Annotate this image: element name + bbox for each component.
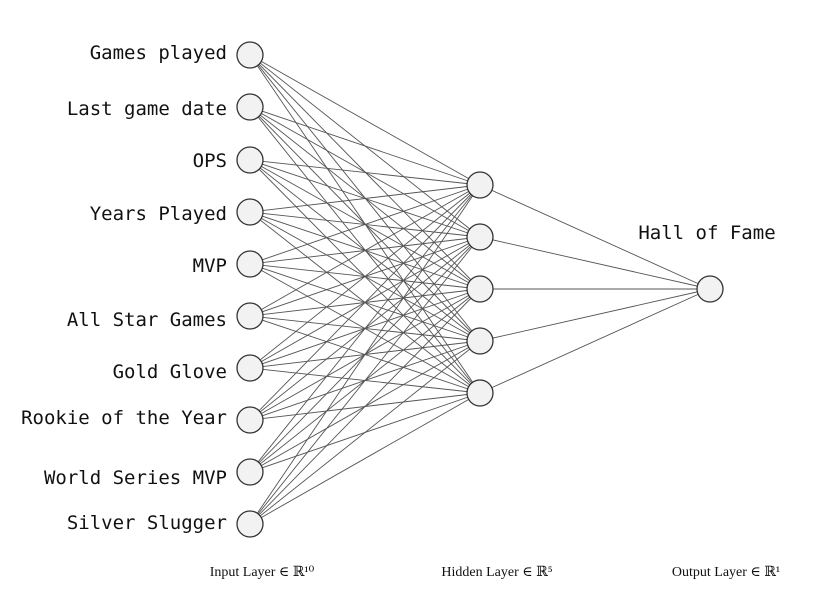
edge-input-9-hidden-0 — [249, 184, 481, 525]
edges-group — [249, 54, 711, 525]
hidden-layer-caption: Hidden Layer ∈ ℝ⁵ — [441, 565, 552, 580]
edge-input-8-hidden-0 — [249, 184, 481, 473]
input-feature-label: Rookie of the Year — [21, 407, 227, 429]
input-feature-label: Silver Slugger — [67, 512, 227, 534]
input-feature-label: Last game date — [67, 98, 227, 120]
labels-group: Hall of Fame Input Layer ∈ ℝ¹⁰ Hidden La… — [21, 42, 780, 580]
edge-hidden-4-output-0 — [479, 288, 711, 394]
input-node-5 — [236, 302, 264, 330]
input-node-0 — [236, 41, 264, 69]
hidden-node-2 — [466, 275, 494, 303]
edge-hidden-1-output-0 — [479, 236, 711, 290]
nodes-group — [236, 41, 724, 538]
edge-hidden-0-output-0 — [479, 184, 711, 290]
edge-input-4-hidden-0 — [249, 184, 481, 265]
input-node-8 — [236, 458, 264, 486]
edge-input-9-hidden-2 — [249, 288, 481, 525]
input-node-6 — [236, 354, 264, 382]
input-feature-label: Games played — [90, 42, 227, 64]
edge-input-0-hidden-0 — [249, 54, 481, 186]
edge-hidden-3-output-0 — [479, 288, 711, 342]
input-feature-label: Years Played — [90, 203, 227, 225]
edge-input-6-hidden-0 — [249, 184, 481, 369]
edge-input-2-hidden-0 — [249, 159, 481, 186]
edge-input-9-hidden-4 — [249, 392, 481, 525]
output-layer-caption: Output Layer ∈ ℝ¹ — [672, 565, 780, 580]
hidden-node-4 — [466, 379, 494, 407]
hidden-node-3 — [466, 327, 494, 355]
edge-input-1-hidden-2 — [249, 106, 481, 290]
input-node-2 — [236, 146, 264, 174]
input-node-7 — [236, 406, 264, 434]
edge-input-1-hidden-0 — [249, 106, 481, 186]
hidden-node-0 — [466, 171, 494, 199]
input-node-3 — [236, 198, 264, 226]
edge-input-3-hidden-0 — [249, 184, 481, 213]
edge-input-5-hidden-0 — [249, 184, 481, 317]
output-node — [696, 275, 724, 303]
input-feature-label: MVP — [193, 255, 227, 277]
input-feature-label: Gold Glove — [113, 361, 227, 383]
input-layer-caption: Input Layer ∈ ℝ¹⁰ — [210, 565, 315, 580]
input-feature-label: All Star Games — [67, 309, 227, 331]
edge-input-9-hidden-3 — [249, 340, 481, 525]
input-node-9 — [236, 510, 264, 538]
input-node-4 — [236, 250, 264, 278]
hidden-node-1 — [466, 223, 494, 251]
input-feature-label: OPS — [193, 150, 227, 172]
edge-input-7-hidden-0 — [249, 184, 481, 421]
input-feature-label: World Series MVP — [44, 467, 227, 489]
input-node-1 — [236, 93, 264, 121]
output-node-label: Hall of Fame — [638, 222, 775, 244]
edge-input-9-hidden-1 — [249, 236, 481, 525]
